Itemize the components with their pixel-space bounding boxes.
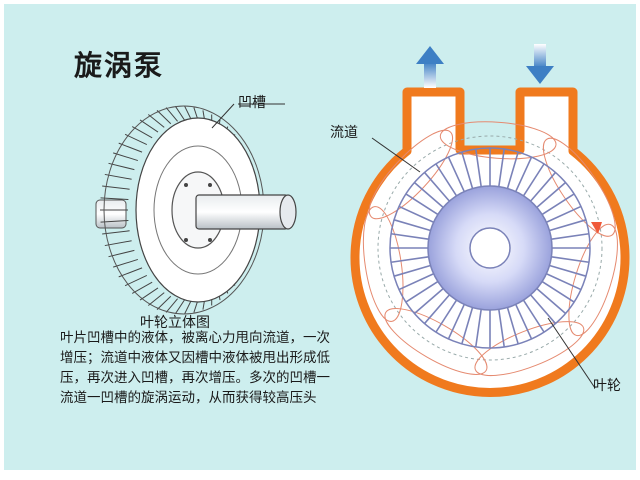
impeller-blade xyxy=(447,304,465,340)
description-line: 流道一凹槽的旋涡运动，从而获得较高压头 xyxy=(60,390,317,406)
impeller-tooth xyxy=(131,126,153,139)
impeller-blade xyxy=(546,205,582,223)
description-line: 增压；流道中液体又因槽中液体被甩出形成低 xyxy=(60,350,330,366)
impeller-blade xyxy=(405,280,439,303)
flow-channel xyxy=(377,135,603,361)
impeller-tooth xyxy=(124,133,148,145)
outlet-arrow-icon xyxy=(416,46,444,88)
impeller-blade xyxy=(498,148,506,187)
impeller-tooth xyxy=(100,197,129,201)
impeller-blade xyxy=(447,156,465,192)
impeller-blade xyxy=(435,163,458,197)
impeller-tooth xyxy=(108,249,135,258)
impeller-blade xyxy=(546,273,582,291)
impeller-tooth xyxy=(108,162,135,171)
vortex-loop xyxy=(368,129,454,220)
impeller-tooth xyxy=(147,292,165,306)
impeller-blades xyxy=(390,148,590,348)
impeller-tooth xyxy=(104,173,132,180)
impeller-blade xyxy=(393,219,431,232)
label-impeller: 叶轮 xyxy=(593,378,621,394)
impeller-tooth xyxy=(100,219,129,223)
impeller-blade xyxy=(529,294,557,325)
description-line: 叶片凹槽中的液体，被离心力甩向流道，一次 xyxy=(60,330,330,346)
impeller-blade xyxy=(536,287,567,315)
impeller-blade xyxy=(549,219,587,232)
impeller-blade xyxy=(529,171,557,202)
impeller-tooth xyxy=(131,281,153,294)
shaft-end xyxy=(279,194,297,230)
impeller-bore xyxy=(469,227,511,269)
impeller-tooth xyxy=(184,105,192,121)
impeller-blade xyxy=(551,256,590,264)
label-impeller-3d: 叶轮立体图 xyxy=(140,315,210,331)
impeller-tooth xyxy=(156,295,172,310)
impeller-shaft-right xyxy=(195,194,289,230)
description-line: 压，再次进入凹槽，再次增压。多次的凹槽一 xyxy=(60,370,330,386)
impeller-blade xyxy=(390,232,429,240)
impeller-tooth xyxy=(156,110,172,125)
impeller-blade xyxy=(522,163,545,197)
vortex-loop xyxy=(439,121,557,160)
impeller-blade xyxy=(398,205,434,223)
impeller-blade xyxy=(515,304,533,340)
impeller-tooth xyxy=(174,299,185,315)
inlet-arrow-icon xyxy=(526,44,554,84)
impeller-blade xyxy=(435,299,458,333)
impeller-tooth xyxy=(165,298,178,313)
impeller-blade xyxy=(551,232,590,240)
impeller-blade xyxy=(413,287,444,315)
impeller-tooth xyxy=(139,119,159,133)
impeller-tooth xyxy=(113,152,139,162)
impeller-tooth xyxy=(184,299,192,315)
impeller-blade xyxy=(405,193,439,216)
impeller-blade xyxy=(522,299,545,333)
impeller-blade xyxy=(498,309,506,348)
impeller-tooth xyxy=(102,185,130,190)
diagram-title: 旋涡泵 xyxy=(74,49,165,82)
label-channel: 流道 xyxy=(330,125,358,141)
pump-cross-section xyxy=(350,87,630,397)
impeller-3d-drawing xyxy=(95,103,297,315)
vortex-loop xyxy=(542,137,616,237)
impeller-blade xyxy=(398,273,434,291)
impeller-tooth xyxy=(147,114,165,128)
impeller-blade xyxy=(423,171,451,202)
impeller-tooth xyxy=(139,287,159,301)
flow-direction-arrow-icon xyxy=(591,222,602,234)
description-text: 叶片凹槽中的液体，被离心力甩向流道，一次 增压；流道中液体又因槽中液体被甩出形成… xyxy=(60,328,380,408)
impeller-blade xyxy=(506,151,519,189)
impeller-tooth xyxy=(113,258,139,268)
label-groove: 凹槽 xyxy=(238,95,266,111)
impeller-tooth xyxy=(118,267,143,278)
impeller-blade xyxy=(423,294,451,325)
impeller-blade xyxy=(461,307,474,345)
vortex-loop xyxy=(384,308,488,375)
impeller-blade xyxy=(461,151,474,189)
impeller-tooth xyxy=(174,105,185,121)
impeller-shaft-left xyxy=(95,199,127,229)
impeller-blade xyxy=(474,309,482,348)
impeller-blade xyxy=(393,264,431,277)
vortex-loop xyxy=(474,321,585,377)
vortex-loop xyxy=(568,223,618,337)
impeller-blade xyxy=(541,193,575,216)
impeller-blade xyxy=(390,256,429,264)
impeller-tooth xyxy=(104,240,132,247)
impeller-blade xyxy=(541,280,575,303)
impeller-blade xyxy=(515,156,533,192)
impeller-tooth xyxy=(118,142,143,153)
impeller-blade xyxy=(413,181,444,209)
impeller-tooth xyxy=(124,275,148,287)
impeller-tooth xyxy=(165,107,178,122)
impeller-blade xyxy=(506,307,519,345)
impeller-blade xyxy=(474,148,482,187)
impeller-blade xyxy=(536,181,567,209)
impeller-tooth xyxy=(102,230,130,235)
impeller-blade xyxy=(549,264,587,277)
